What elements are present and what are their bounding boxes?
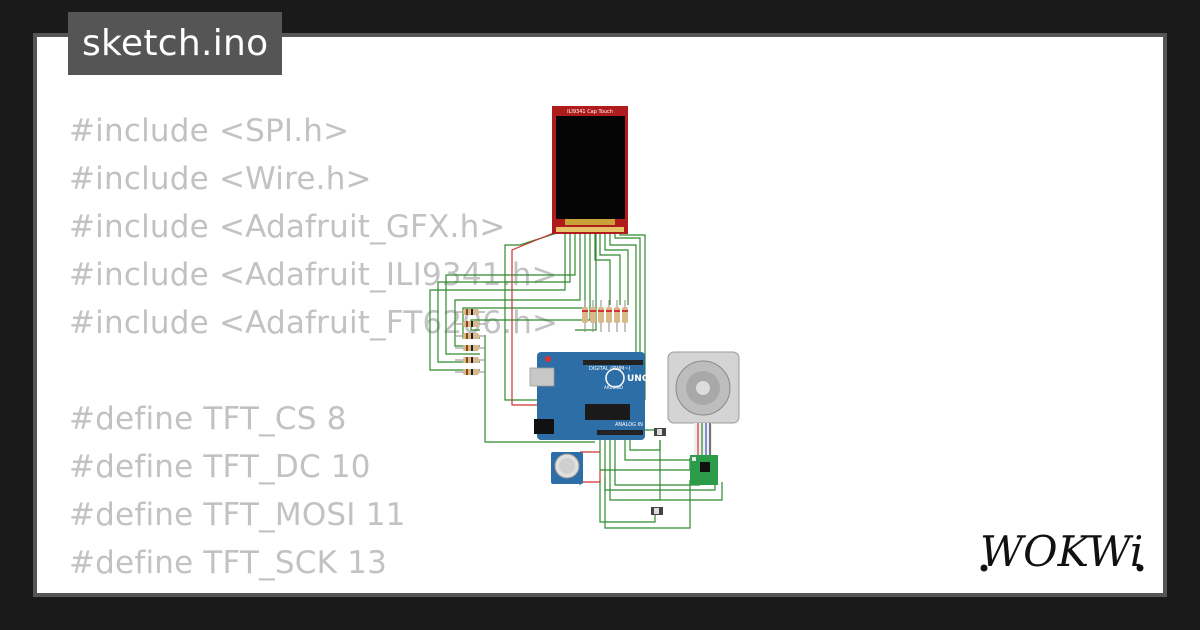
board-brand: ARDUINO bbox=[604, 385, 623, 390]
display-label: ILI9341 Cap Touch bbox=[567, 109, 613, 115]
stepper-driver bbox=[690, 455, 718, 485]
code-line: #include <Adafruit_ILI9341.h> bbox=[69, 257, 558, 293]
stepper-motor bbox=[667, 351, 740, 455]
logo-dot-icon bbox=[1136, 564, 1144, 572]
resistor bbox=[598, 300, 604, 332]
code-line: #include <Adafruit_GFX.h> bbox=[69, 209, 506, 245]
resistor bbox=[455, 345, 485, 351]
code-line: #include <SPI.h> bbox=[69, 113, 350, 149]
wires-red bbox=[511, 231, 601, 483]
resistor bbox=[622, 300, 628, 332]
resistor-bank-top bbox=[582, 300, 628, 332]
board-label: UNO bbox=[627, 374, 650, 384]
code-line: #include <Adafruit_FT6206.h> bbox=[69, 305, 559, 341]
resistor bbox=[455, 321, 485, 327]
potentiometer bbox=[551, 452, 583, 484]
resistor-bank-left bbox=[455, 309, 485, 375]
code-line: #define TFT_SCK 13 bbox=[69, 545, 388, 581]
digital-header-label: DIGITAL (PWM~) bbox=[589, 366, 631, 372]
resistor bbox=[455, 309, 485, 315]
slide-switch-1 bbox=[654, 428, 666, 436]
code-line: #include <Wire.h> bbox=[69, 161, 372, 197]
code-listing: #include <SPI.h> #include <Wire.h> #incl… bbox=[69, 107, 559, 593]
slide-switch-2 bbox=[651, 507, 663, 515]
resistor bbox=[606, 300, 612, 332]
resistor bbox=[455, 333, 485, 339]
file-tab[interactable]: sketch.ino bbox=[68, 12, 283, 75]
resistor bbox=[590, 300, 596, 332]
logo-text: WOKWi bbox=[980, 527, 1143, 574]
analog-header-label: ANALOG IN bbox=[615, 422, 643, 428]
tft-display: ILI9341 Cap Touch bbox=[552, 106, 628, 234]
code-line: #define TFT_MOSI 11 bbox=[69, 497, 406, 533]
wires-green bbox=[429, 230, 723, 529]
code-line: #define TFT_DC 10 bbox=[69, 449, 371, 485]
resistor bbox=[455, 369, 485, 375]
logo-dot-icon bbox=[980, 564, 988, 572]
resistor bbox=[614, 300, 620, 332]
code-line: #define TFT_CS 8 bbox=[69, 401, 347, 437]
arduino-uno: DIGITAL (PWM~) ANALOG IN UNO ARDUINO bbox=[529, 352, 650, 440]
resistor bbox=[582, 300, 588, 332]
resistor bbox=[455, 357, 485, 363]
wokwi-logo: WOKWi bbox=[980, 527, 1144, 574]
